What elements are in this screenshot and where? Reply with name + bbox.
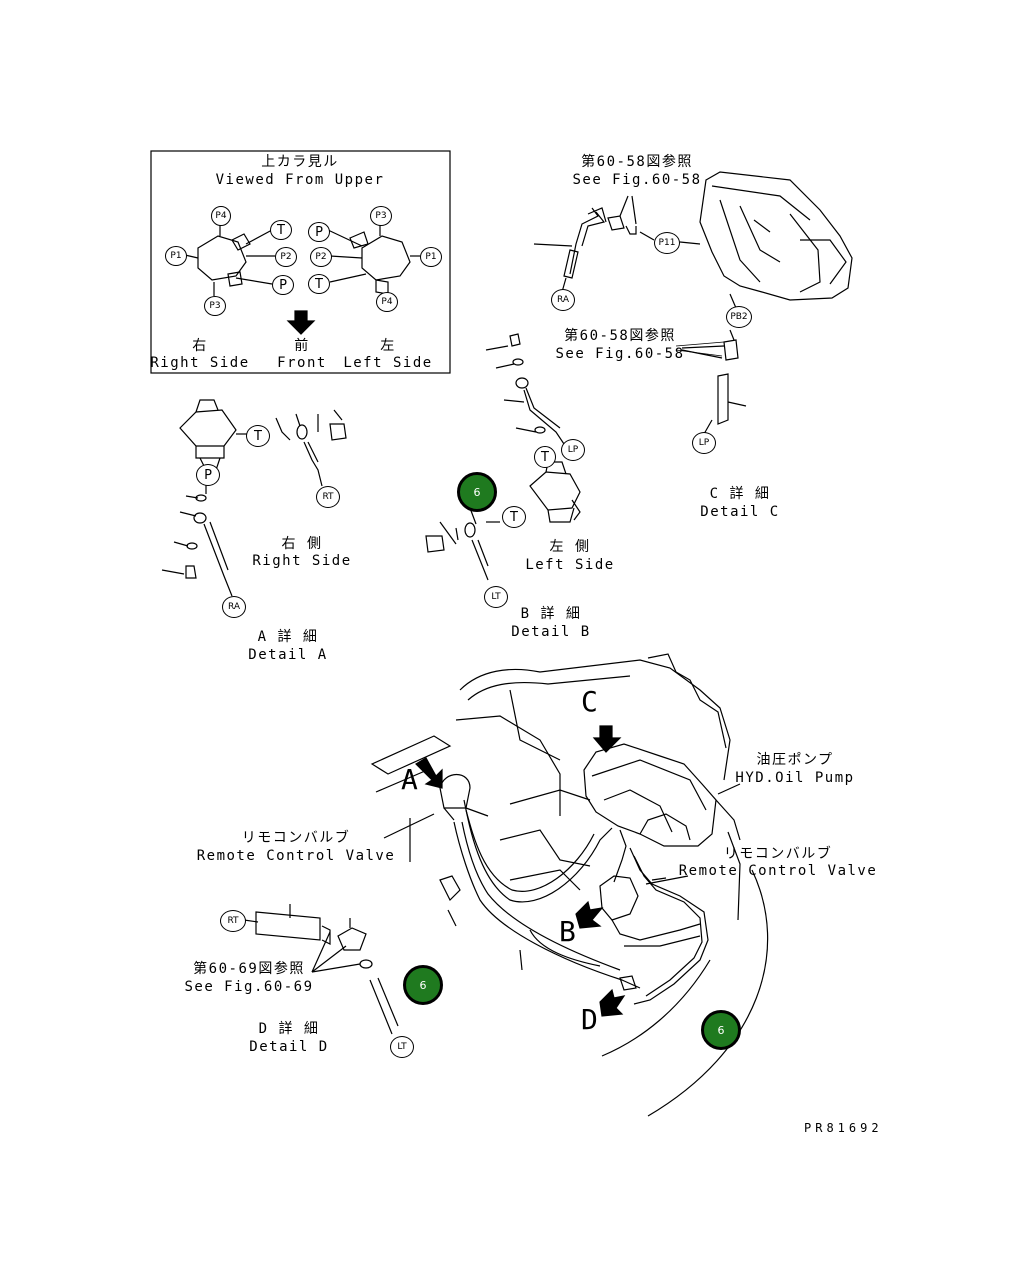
port-tag: LP xyxy=(692,432,716,454)
detail-c-ref1-en: See Fig.60-58 xyxy=(572,172,702,188)
detail-d-ref-en: See Fig.60-69 xyxy=(184,979,314,995)
inset-valve-right xyxy=(184,222,275,296)
detail-b-side-en: Left Side xyxy=(525,557,615,573)
inset-right-jp: 右 xyxy=(192,338,208,354)
port-tag: T xyxy=(246,425,270,447)
port-tag: RA xyxy=(222,596,246,618)
arrow-d-icon xyxy=(599,988,626,1017)
port-tag: T xyxy=(308,274,330,294)
port-tag: P2 xyxy=(275,247,297,267)
detail-a-side-jp: 右 側 xyxy=(281,536,323,552)
inset-valve-left xyxy=(327,222,420,298)
port-tag: P xyxy=(308,222,330,242)
part-callout-badge[interactable]: 6 xyxy=(457,472,497,512)
port-tag: LT xyxy=(390,1036,414,1058)
inset-front-jp: 前 xyxy=(294,338,310,354)
port-tag: P3 xyxy=(370,206,392,226)
port-tag: P xyxy=(272,275,294,295)
inset-left-en: Left Side xyxy=(343,355,433,371)
detail-b-title-en: Detail B xyxy=(511,624,591,640)
part-callout-badge[interactable]: 6 xyxy=(701,1010,741,1050)
detail-a-side-en: Right Side xyxy=(252,553,352,569)
port-tag: P4 xyxy=(376,292,398,312)
detail-d-title-jp: D 詳 細 xyxy=(258,1021,320,1037)
inset-right-en: Right Side xyxy=(150,355,250,371)
main-assembly-art xyxy=(370,653,769,1117)
detail-c-title-en: Detail C xyxy=(700,504,780,520)
part-callout-badge[interactable]: 6 xyxy=(403,965,443,1005)
port-tag: RA xyxy=(551,289,575,311)
letter-d: D xyxy=(581,1003,598,1036)
rcv-left-label-jp: リモコンバルブ xyxy=(241,830,351,846)
port-tag: P11 xyxy=(654,232,680,254)
port-tag: P1 xyxy=(420,247,442,267)
inset-title-en: Viewed From Upper xyxy=(215,172,385,188)
detail-d-ref-jp: 第60-69図参照 xyxy=(193,961,305,977)
arrow-c-icon xyxy=(592,725,622,753)
inset-left-jp: 左 xyxy=(380,338,396,354)
detail-a-title-jp: A 詳 細 xyxy=(257,629,319,645)
detail-d-art xyxy=(243,904,399,1035)
detail-c-ref1-jp: 第60-58図参照 xyxy=(581,154,693,170)
detail-c-ref2-en: See Fig.60-58 xyxy=(555,346,685,362)
detail-a-title-en: Detail A xyxy=(248,647,328,663)
port-tag: P2 xyxy=(310,247,332,267)
rcv-left-label-en: Remote Control Valve xyxy=(196,848,396,864)
port-tag: RT xyxy=(316,486,340,508)
rcv-right-label-en: Remote Control Valve xyxy=(678,863,878,879)
port-tag: RT xyxy=(220,910,246,932)
detail-d-title-en: Detail D xyxy=(249,1039,329,1055)
inset-front-en: Front xyxy=(277,355,327,371)
arrow-b-icon xyxy=(575,900,604,929)
letter-a: A xyxy=(401,763,418,796)
letter-b: B xyxy=(559,915,576,948)
port-tag: LT xyxy=(484,586,508,608)
detail-c-ref2-jp: 第60-58図参照 xyxy=(564,328,676,344)
pump-label-en: HYD.Oil Pump xyxy=(735,770,855,786)
port-tag: PB2 xyxy=(726,306,752,328)
port-tag: P4 xyxy=(211,206,231,226)
port-tag: T xyxy=(270,220,292,240)
drawing-number: PR81692 xyxy=(804,1121,883,1135)
port-tag: LP xyxy=(561,439,585,461)
detail-c-title-jp: C 詳 細 xyxy=(709,486,771,502)
port-tag: P3 xyxy=(204,296,226,316)
port-tag: P xyxy=(196,464,220,486)
front-arrow-icon xyxy=(286,310,316,335)
port-tag: T xyxy=(534,446,556,468)
arrow-a-icon xyxy=(415,757,443,789)
port-tag: T xyxy=(502,506,526,528)
detail-b-side-jp: 左 側 xyxy=(549,539,591,555)
rcv-right-label-jp: リモコンバルブ xyxy=(723,846,833,862)
detail-b-title-jp: B 詳 細 xyxy=(520,606,582,622)
pump-label-jp: 油圧ポンプ xyxy=(756,752,834,768)
port-tag: P1 xyxy=(165,246,187,266)
inset-title-jp: 上カラ見ル xyxy=(261,154,339,170)
detail-c-art xyxy=(533,171,853,435)
letter-c: C xyxy=(581,685,598,718)
inset-frame xyxy=(150,150,451,374)
